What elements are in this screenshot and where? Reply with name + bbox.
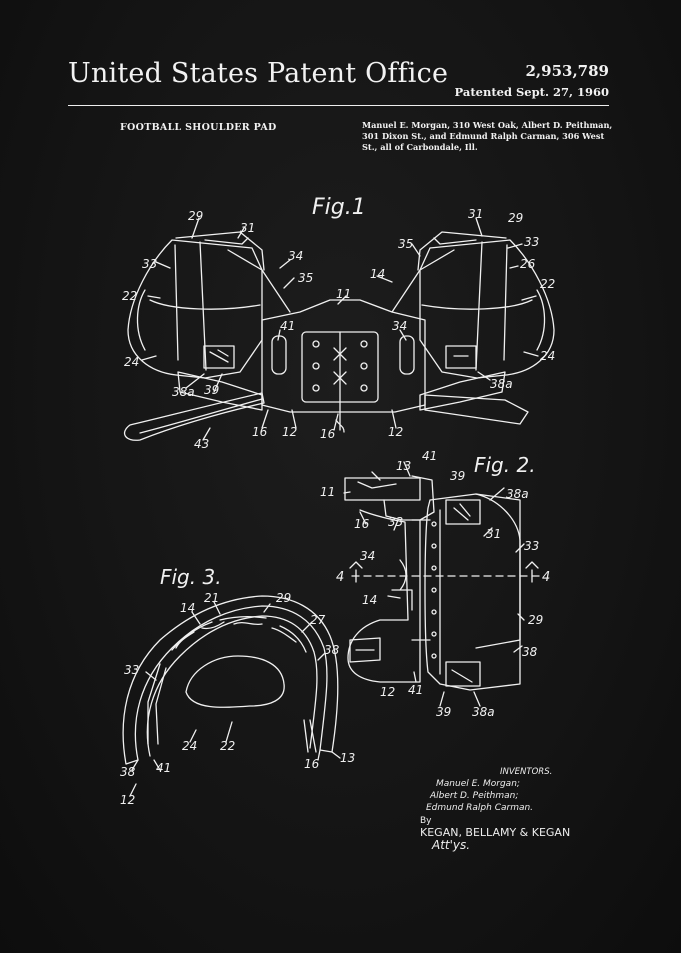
ref-29: 29 (276, 591, 291, 605)
ref-13: 13 (340, 751, 355, 765)
ref-34: 34 (392, 319, 407, 333)
ref-31: 31 (486, 527, 501, 541)
ref-4: 4 (542, 570, 550, 585)
fig1-caption: Fig.1 (312, 195, 366, 220)
patent-date: Patented Sept. 27, 1960 (454, 85, 609, 99)
ref-14: 14 (180, 601, 195, 615)
ref-34: 34 (288, 249, 303, 263)
ref-4: 4 (336, 570, 344, 585)
ref-34: 34 (360, 549, 375, 563)
inventor-name: Manuel E. Morgan; (436, 779, 520, 789)
office-title: United States Patent Office (68, 58, 449, 89)
ref-43: 43 (194, 437, 209, 451)
reference-labels: Fig.1 Fig. 2. Fig. 3. 29 31 33 22 24 38a… (120, 195, 555, 807)
attorneys-label: Att'ys. (432, 838, 471, 852)
inventor-name: Albert D. Peithman; (430, 791, 519, 801)
ref-41: 41 (280, 319, 295, 333)
ref-31: 31 (240, 221, 255, 235)
ref-38a: 38a (490, 377, 513, 391)
ref-33: 33 (142, 257, 157, 271)
ref-16: 16 (320, 427, 336, 441)
ref-14: 14 (362, 593, 377, 607)
patent-subject: FOOTBALL SHOULDER PAD (120, 122, 277, 133)
ref-29: 29 (508, 211, 523, 225)
ref-38a: 38a (472, 705, 495, 719)
ref-33: 33 (388, 515, 403, 529)
ref-27: 27 (310, 613, 326, 627)
patent-number: 2,953,789 (525, 62, 609, 80)
ref-16: 16 (354, 517, 370, 531)
applicants-line: 301 Dixon St., and Edmund Ralph Carman, … (362, 131, 605, 141)
ref-39: 39 (436, 705, 451, 719)
ref-38: 38 (120, 765, 136, 779)
ref-29: 29 (188, 209, 203, 223)
ref-35: 35 (298, 271, 313, 285)
ref-22: 22 (540, 277, 555, 291)
applicants-line: Manuel E. Morgan, 310 West Oak, Albert D… (362, 120, 613, 130)
applicants-line: St., all of Carbondale, Ill. (362, 142, 478, 152)
ref-39: 39 (204, 383, 219, 397)
ref-21: 21 (204, 591, 219, 605)
ref-33: 33 (524, 539, 539, 553)
ref-41: 41 (156, 761, 171, 775)
ref-33: 33 (524, 235, 539, 249)
ref-12: 12 (120, 793, 135, 807)
ref-36: 38 (324, 643, 340, 657)
ref-12: 12 (388, 425, 403, 439)
ref-38a: 38a (172, 385, 195, 399)
ref-35: 35 (398, 237, 413, 251)
ref-14: 14 (370, 267, 385, 281)
fig2-caption: Fig. 2. (474, 453, 536, 477)
inventors-signature: INVENTORS. Manuel E. Morgan; Albert D. P… (420, 766, 570, 851)
applicants-block: Manuel E. Morgan, 310 West Oak, Albert D… (362, 120, 612, 153)
ref-29: 29 (528, 613, 543, 627)
ref-24: 24 (182, 739, 197, 753)
fig3-drawing (122, 595, 341, 797)
inventors-heading: INVENTORS. (500, 767, 553, 777)
ref-31: 31 (468, 207, 483, 221)
ref-11: 11 (320, 485, 335, 499)
inventor-name: Edmund Ralph Carman. (426, 803, 534, 813)
ref-38a: 38a (506, 487, 529, 501)
attorney-firm: KEGAN, BELLAMY & KEGAN (420, 826, 571, 839)
ref-24: 24 (124, 355, 139, 369)
ref-12: 12 (282, 425, 297, 439)
ref-13: 13 (396, 459, 411, 473)
ref-22: 22 (122, 289, 137, 303)
fig2-drawing (343, 461, 541, 707)
fig1-drawing (123, 217, 555, 441)
ref-16: 16 (252, 425, 268, 439)
by-label: By (420, 816, 432, 826)
ref-33: 33 (124, 663, 139, 677)
ref-41: 41 (422, 449, 437, 463)
fig3-caption: Fig. 3. (160, 565, 222, 589)
ref-39: 39 (450, 469, 465, 483)
ref-26: 26 (520, 257, 536, 271)
ref-38: 38 (522, 645, 538, 659)
ref-24: 24 (540, 349, 555, 363)
ref-41: 41 (408, 683, 423, 697)
header-rule (68, 105, 609, 106)
ref-11: 11 (336, 287, 351, 301)
ref-22: 22 (220, 739, 235, 753)
ref-12: 12 (380, 685, 395, 699)
ref-16: 16 (304, 757, 320, 771)
